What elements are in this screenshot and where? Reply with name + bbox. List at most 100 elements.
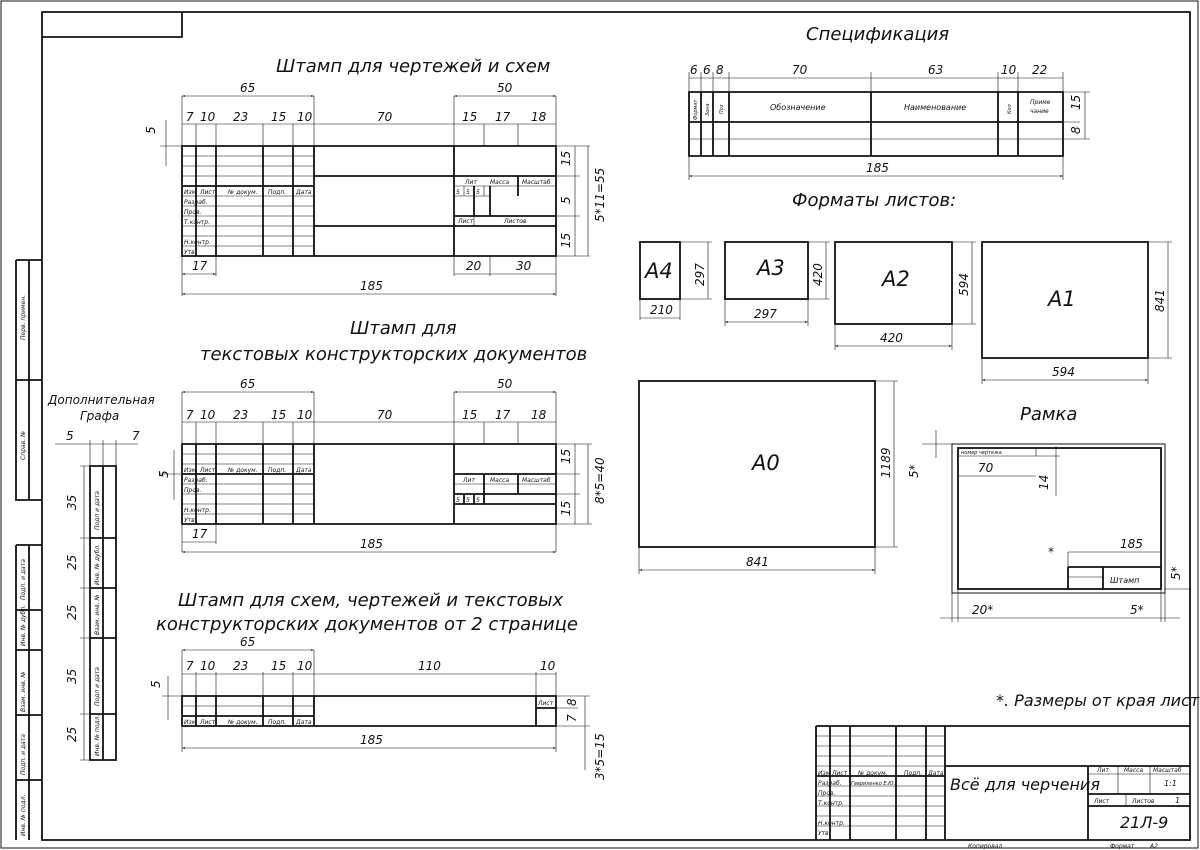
stamp-page2: Штамп для схем, чертежей и текстовых кон… [149,590,607,780]
label-inv-n-podl: Инв. № подл. [20,795,27,836]
mt-listov-value: 1 [1175,796,1180,805]
lbl3-izm: Изм [184,719,197,726]
mt-lbl-prov: Пров. [818,790,836,797]
spec-oboznachenie: Обозначение [770,103,826,112]
dim-30: 30 [516,259,532,273]
dim-5: 5 [144,126,158,134]
dim-35-b: 35 [65,669,79,684]
mt-lbl-nkontr: Н.контр. [818,820,845,827]
side-columns: Перв. примен. Справ. № Подп. и дата Инв.… [15,259,42,840]
lbl2-utv: Утв. [184,517,197,524]
label-inv-n-dubl: Инв. № дубл. [20,605,27,646]
dim-5-extra: 5 [66,429,74,443]
spec-format: Формат [693,99,699,120]
dim3-10b: 10 [297,659,313,673]
dim-10: 10 [200,110,216,124]
lbl3-podp: Подп. [268,719,286,726]
format-a1 [981,241,1149,359]
format-a4-h: 297 [693,263,707,286]
spec-dim-8: 8 [716,63,724,77]
spec-dim-63: 63 [928,63,943,77]
lbl2-n-dokum: № докум. [227,467,258,474]
format-a0-h: 1189 [879,447,893,478]
dim-5-r: 5 [559,196,573,204]
lbl-list: Лист [199,189,216,196]
format-a4 [639,241,681,300]
extra-inv-n-dubl: Инв. № дубл. [94,544,101,585]
mt-lbl-izm: Изм [818,770,831,777]
lbl-razrab: Разраб. [184,199,208,206]
mt-lbl-listov: Листов [1131,798,1155,805]
footnote: *. Размеры от края листа [996,691,1200,710]
dim-23: 23 [233,110,248,124]
lbl-massa: Масса [490,179,509,186]
mt-designation: 21Л-9 [1120,813,1168,832]
spec-primechanie-2: чание [1030,108,1049,115]
frame-dim-14: 14 [1037,475,1051,490]
frame-nomer-chertezha: номер чертежа [961,450,1002,456]
dim2-185: 185 [360,537,383,551]
lbl-tkontr: Т.контр. [184,219,210,226]
mt-lbl-masshtab: Масштаб [1153,767,1182,774]
dim3-5: 5 [149,680,163,688]
lbl3-list-b: Лист [537,700,554,707]
format-a3-w: 297 [754,307,777,321]
dim-15: 15 [271,110,286,124]
dim2-8x5: 8*5=40 [593,457,607,504]
dim2-15b: 15 [462,408,477,422]
stamp-text-title-1: Штамп для [350,318,457,339]
frame-dim-5s-right: 5* [1169,566,1183,580]
dim-5x11: 5*11=55 [593,168,607,222]
sheet-formats: Форматы листов: A4 297 210 A3 420 297 A2… [638,190,1172,574]
stamp-drawings-title: Штамп для чертежей и схем [276,56,550,77]
spec-dim-22: 22 [1032,63,1047,77]
lbl2-masshtab: Масштаб [522,477,551,484]
mt-kopiroval: Копировал [968,843,1002,850]
lbl2-data: Дата [295,467,312,474]
mt-lbl-list-b: Лист [1093,798,1110,805]
format-a0-w: 841 [746,555,769,569]
format-a1-label: A1 [1046,287,1076,311]
format-a2-w: 420 [880,331,903,345]
format-a4-label: A4 [643,259,673,283]
lbl2-izm: Изм [184,467,197,474]
mt-lbl-utv: Утв. [818,830,831,837]
dim3-7: 7 [186,659,194,673]
dim-5-lit2: 5 [466,189,470,196]
lbl-data: Дата [295,189,312,196]
stamp-page2-title-2: конструкторских документов от 2 странице [156,614,578,635]
frame-dim-5s-left: 5* [907,464,921,478]
mt-lbl-razrab: Разраб. [818,780,842,787]
mt-lbl-lit: Лит [1096,767,1109,774]
dim2-15-r1: 15 [559,449,573,464]
dim-65: 65 [240,81,255,95]
spec-dim-8r: 8 [1069,126,1083,134]
dim2-23: 23 [233,408,248,422]
dim2-17-b: 17 [192,527,208,541]
dim-17-b: 17 [192,259,208,273]
format-a3 [724,241,809,300]
dim-35-a: 35 [65,495,79,510]
mt-format-label: Формат [1110,843,1135,850]
spec-kol: Кол [1007,103,1013,114]
dim2-50: 50 [497,377,513,391]
dim-10b: 10 [297,110,313,124]
stamp-drawings: Штамп для чертежей и схем 65 50 7 10 23 … [144,56,607,296]
lbl3-list: Лист [199,719,216,726]
specification: Спецификация 6 6 8 70 63 10 22 Формат Зо… [688,24,1090,180]
label-podp-i-data-b: Подп. и дата [20,734,27,775]
lbl2-podp: Подп. [268,467,286,474]
lbl-masshtab: Масштаб [522,179,551,186]
mt-lbl-tkontr: Т.контр. [818,800,844,807]
dim3-10c: 10 [540,659,556,673]
dim-7: 7 [186,110,194,124]
mt-lbl-n-dokum: № докум. [857,770,888,777]
dim-5-lit3: 5 [476,189,480,196]
dim3-7r: 7 [565,714,579,722]
dim-15-r1: 15 [559,151,573,166]
stamp-text-docs: Штамп для текстовых конструкторских доку… [157,318,607,553]
format-a1-h: 841 [1153,289,1167,312]
format-a0-label: A0 [750,451,780,475]
